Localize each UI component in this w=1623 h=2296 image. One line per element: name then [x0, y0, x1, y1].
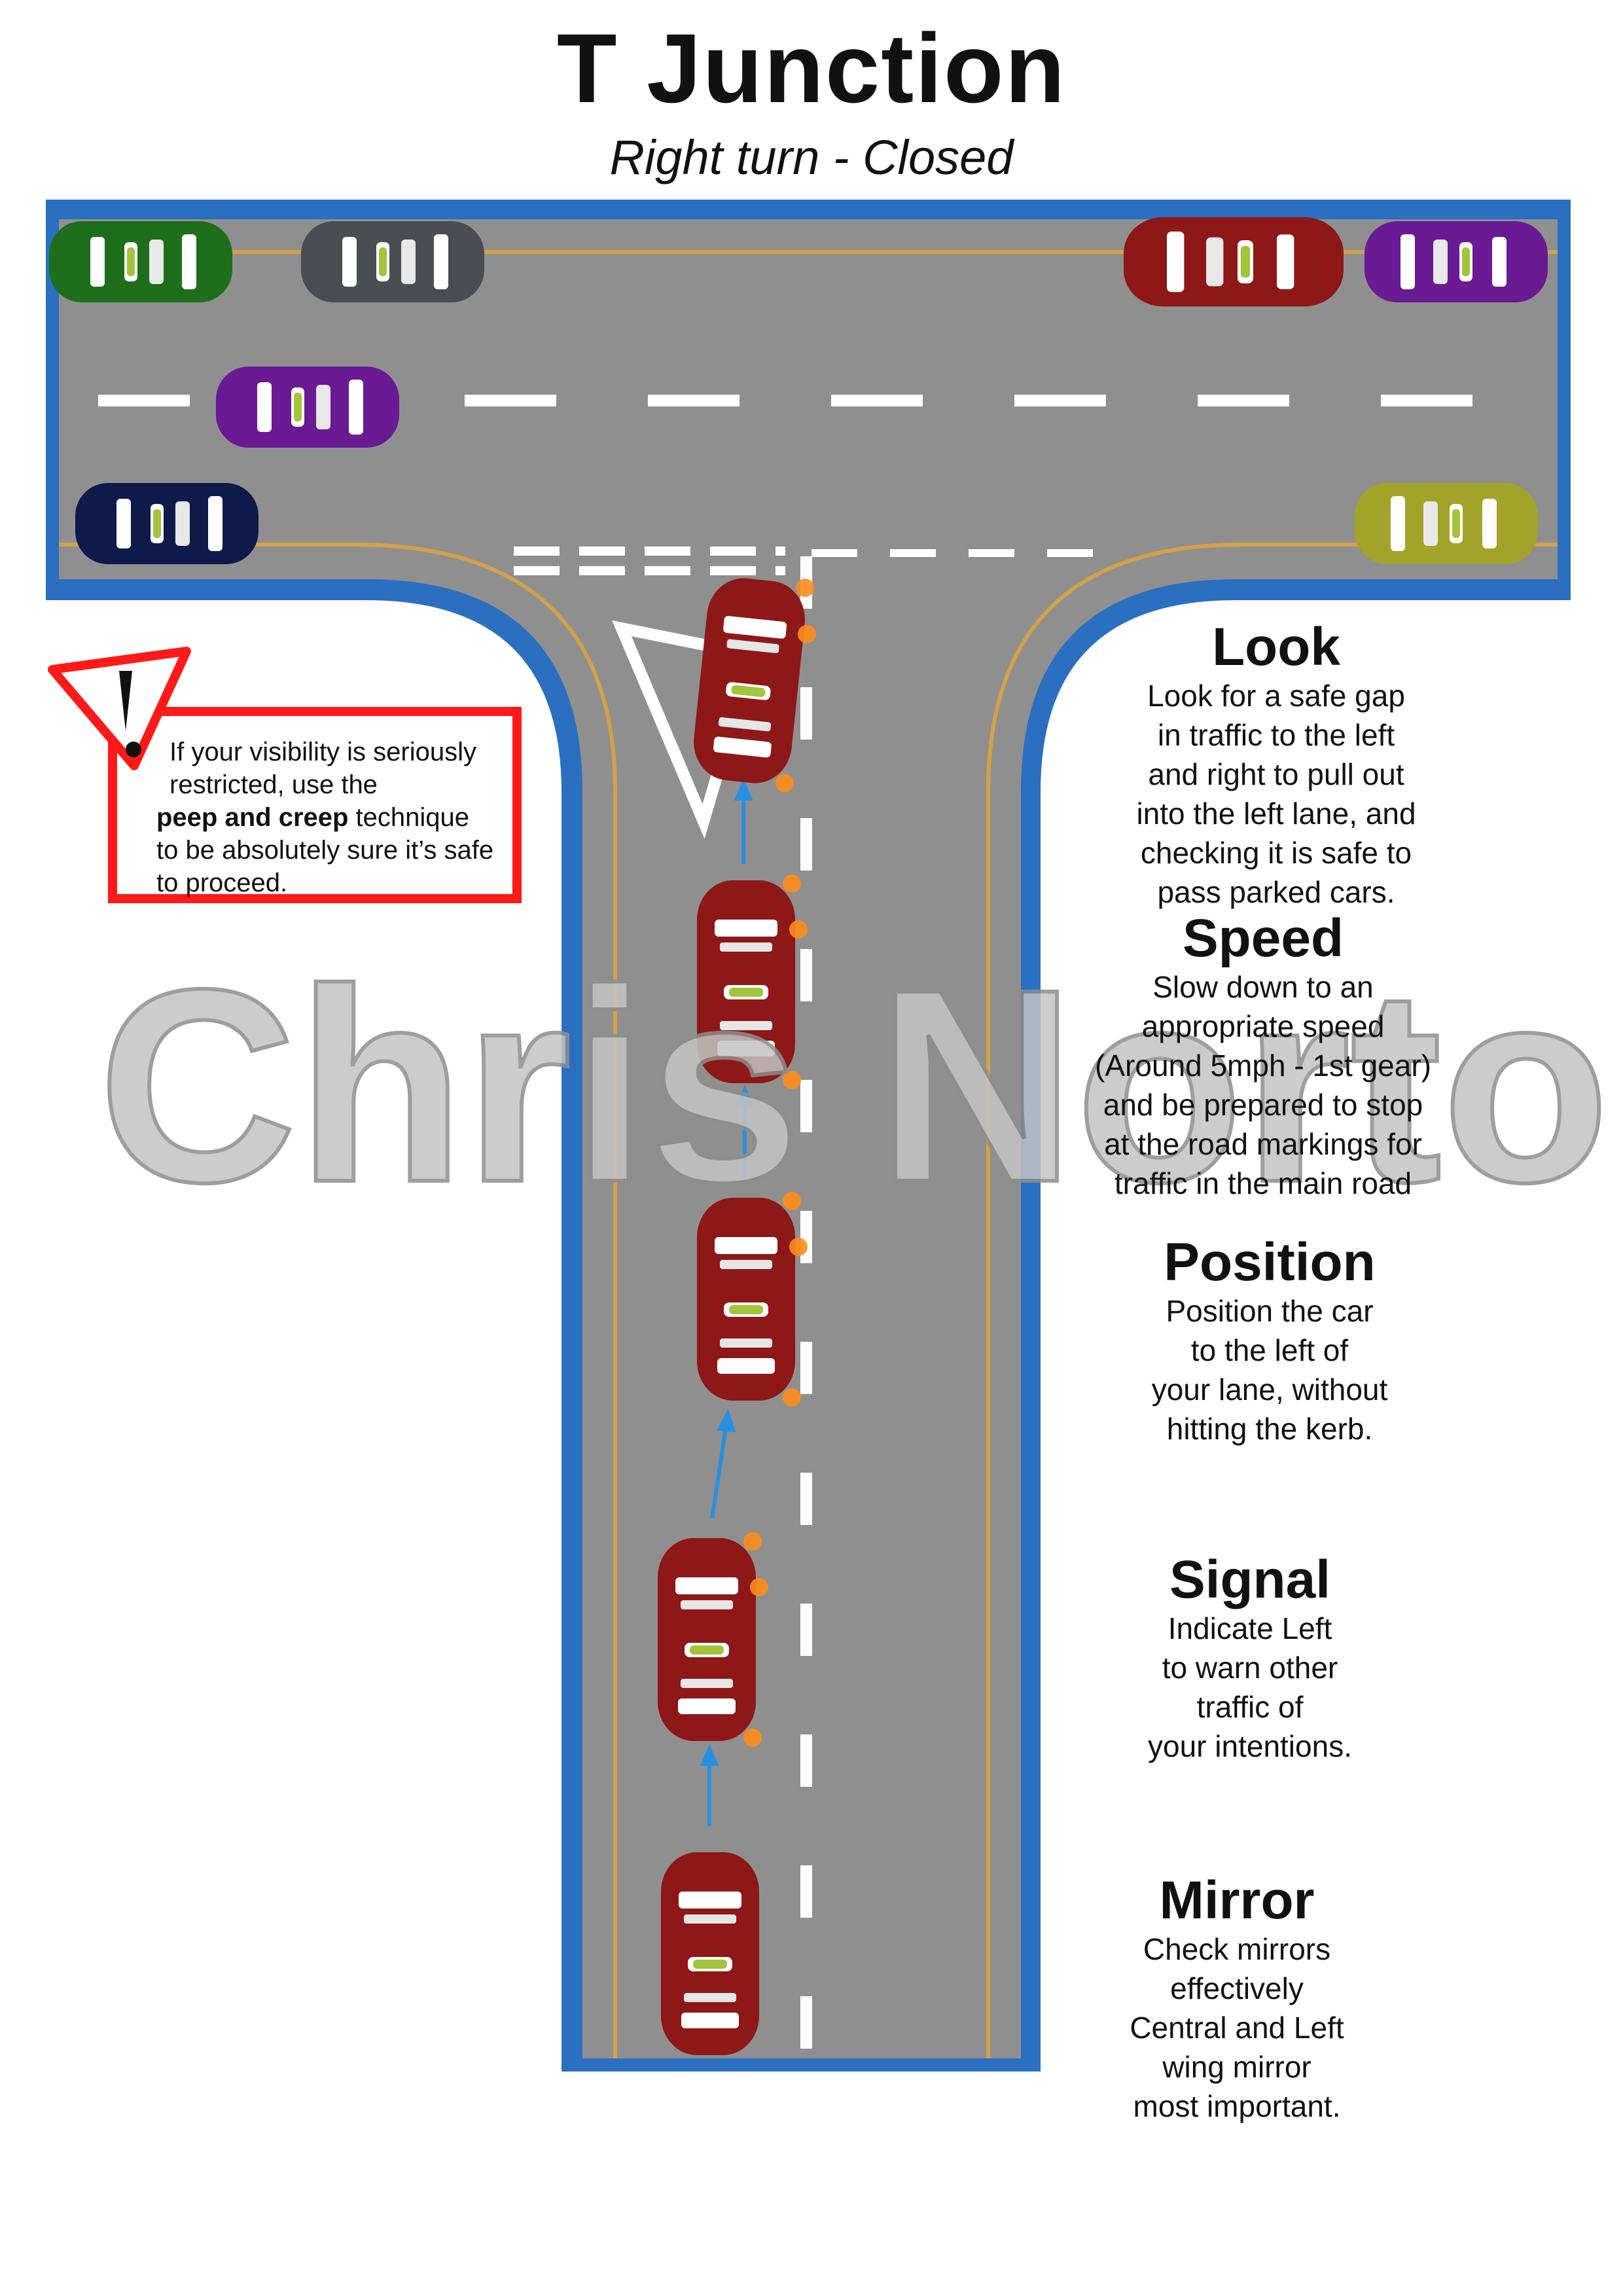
step-position-line-4: hitting the kerb.: [1166, 1412, 1373, 1446]
step-speed-line-5: at the road markings for: [1104, 1127, 1422, 1161]
step-look-heading: Look: [1212, 617, 1340, 677]
warning-line-1: If your visibility is seriously: [169, 738, 477, 766]
step-signal-heading: Signal: [1169, 1550, 1331, 1609]
parked-car-4: [75, 483, 259, 564]
indicator-light: [783, 1071, 801, 1089]
step-position-line-1: Position the car: [1166, 1294, 1374, 1328]
warning-text: If your visibility is seriously restrict…: [156, 736, 510, 899]
indicator-light: [783, 1192, 801, 1210]
step-position-line-3: your lane, without: [1151, 1372, 1388, 1407]
step-mirror-line-3: Central and Left: [1130, 2011, 1344, 2045]
warning-line-3: peep and creep technique: [156, 801, 510, 834]
step-speed-line-2: appropriate speed: [1141, 1009, 1385, 1043]
page-subtitle: Right turn - Closed: [609, 130, 1014, 185]
warning-line-4: to be absolutely sure it’s safe: [156, 836, 494, 865]
step-speed-line-3: (Around 5mph - 1st gear): [1095, 1049, 1431, 1083]
yellow-line-right: [986, 543, 1558, 2058]
step-speed-line-1: Slow down to an: [1152, 970, 1374, 1004]
step-mirror-line-4: wing mirror: [1162, 2050, 1311, 2084]
indicator-light: [743, 1729, 762, 1747]
step-speed-line-4: and be prepared to stop: [1103, 1088, 1423, 1122]
watermark-part-1: Chris: [96, 933, 803, 1240]
warning-line-5: to proceed.: [156, 869, 288, 897]
yellow-line-left: [59, 543, 617, 2058]
step-mirror-line-2: effectively: [1170, 1971, 1304, 2005]
step-signal-line-4: your intentions.: [1148, 1729, 1352, 1763]
warning-line-2: restricted, use the: [169, 770, 378, 799]
indicator-light: [750, 1578, 768, 1596]
step-position-heading: Position: [1164, 1232, 1376, 1292]
step-look: Look Look for a safe gap in traffic to t…: [1073, 619, 1479, 912]
step-look-line-4: into the left lane, and: [1136, 797, 1416, 831]
step-signal-line-3: traffic of: [1196, 1690, 1304, 1724]
step-speed: Speed Slow down to an appropriate speed …: [1054, 910, 1472, 1203]
indicator-light: [796, 579, 815, 598]
indicator-light: [789, 1238, 808, 1256]
step-speed-heading: Speed: [1182, 908, 1344, 968]
step-signal: Signal Indicate Left to warn other traff…: [1073, 1551, 1427, 1766]
step-position-line-2: to the left of: [1190, 1333, 1349, 1367]
step-signal-line-2: to warn other: [1162, 1651, 1338, 1685]
step-look-line-5: checking it is safe to: [1140, 836, 1412, 870]
step-speed-line-6: traffic in the main road: [1114, 1166, 1412, 1200]
step-look-line-3: and right to pull out: [1148, 757, 1404, 791]
step-mirror-heading: Mirror: [1159, 1871, 1315, 1930]
step-mirror: Mirror Check mirrors effectively Central…: [1054, 1872, 1420, 2126]
learner-car-3: [697, 1192, 808, 1407]
indicator-light: [743, 1532, 762, 1551]
step-position: Position Position the car to the left of…: [1080, 1234, 1459, 1448]
page-title: T Junction: [556, 13, 1067, 123]
step-look-line-2: in traffic to the left: [1157, 718, 1395, 752]
indicator-light: [783, 1388, 801, 1407]
warning-bold: peep and creep: [156, 803, 349, 832]
learner-car-5: [661, 1852, 759, 2055]
indicator-light: [797, 624, 816, 643]
parked-car-1: [49, 221, 232, 302]
learner-car-2: [697, 874, 808, 1089]
step-look-line-6: pass parked cars.: [1157, 875, 1395, 909]
warning-triangle-icon: [48, 647, 191, 770]
warning-box: If your visibility is seriously restrict…: [108, 707, 522, 903]
indicator-light: [789, 920, 808, 939]
learner-car-4: [658, 1532, 768, 1747]
step-mirror-line-1: Check mirrors: [1143, 1932, 1331, 1966]
parked-car-6: [1364, 221, 1548, 302]
warning-line-3-rest: technique: [348, 803, 470, 832]
indicator-light: [775, 774, 794, 793]
step-mirror-line-5: most important.: [1133, 2089, 1341, 2123]
learner-car-1: [690, 575, 816, 793]
parked-car-7: [1355, 483, 1538, 564]
side-road: [59, 543, 1558, 2058]
path-arrows: [700, 778, 755, 1826]
step-look-line-1: Look for a safe gap: [1147, 679, 1405, 713]
parked-car-5: [1124, 217, 1344, 307]
indicator-light: [783, 874, 801, 893]
parked-car-3: [216, 367, 399, 448]
watermark-part-2: Norto: [875, 933, 1612, 1240]
parked-car-2: [301, 221, 484, 302]
step-signal-line-1: Indicate Left: [1168, 1611, 1332, 1645]
